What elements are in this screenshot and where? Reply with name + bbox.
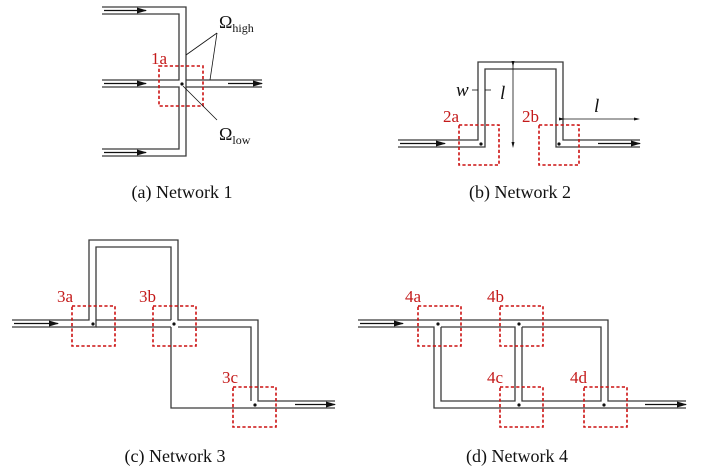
junction-dot-4d	[602, 403, 606, 407]
junction-dot-4c	[517, 403, 521, 407]
junction-dot-2b	[557, 142, 561, 146]
junction-label-1a: 1a	[151, 49, 168, 68]
horizontal-length-label: l	[594, 96, 599, 117]
junction-box-4b	[499, 305, 544, 347]
junction-label-4c: 4c	[487, 368, 504, 387]
junction-label-2b: 2b	[522, 107, 539, 126]
junction-box-4d	[583, 386, 628, 428]
caption-network-3: (c) Network 3	[125, 446, 226, 467]
junction-label-2a: 2a	[443, 107, 460, 126]
junction-dot-4a	[436, 322, 440, 326]
caption-network-2: (b) Network 2	[469, 182, 571, 203]
omega-high-pointer	[209, 32, 218, 81]
junction-dot-3c	[253, 403, 257, 407]
junction-box-3c	[232, 386, 277, 428]
junction-dot-3a	[91, 322, 95, 326]
omega-low-pointer	[182, 85, 218, 121]
network-2-channels	[398, 61, 640, 148]
junction-box-3a	[71, 305, 116, 347]
network-2-panel: 2a 2b w l l (b) Network 2	[398, 61, 641, 203]
junction-label-4a: 4a	[405, 287, 422, 306]
junction-label-3c: 3c	[222, 368, 239, 387]
omega-high-label: Ωhigh	[219, 12, 254, 35]
junction-dot-3b	[172, 322, 176, 326]
junction-box-1a	[158, 65, 204, 107]
junction-dot-1a	[180, 82, 184, 86]
omega-high-pointer	[185, 32, 218, 56]
junction-label-4b: 4b	[487, 287, 504, 306]
omega-low-label: Ωlow	[219, 124, 251, 147]
junction-box-2a	[458, 124, 500, 166]
junction-box-4c	[499, 386, 544, 428]
network-1-panel: 1a Ωhigh Ωlow (a) Network 1	[102, 6, 263, 203]
caption-network-4: (d) Network 4	[466, 446, 568, 467]
junction-box-3b	[152, 305, 197, 347]
junction-box-4a	[417, 305, 462, 347]
network-1-arrows	[104, 7, 263, 156]
junction-label-3a: 3a	[57, 287, 74, 306]
width-label: w	[456, 80, 469, 101]
junction-label-4d: 4d	[570, 368, 588, 387]
network-4-panel: 4a 4b 4c 4d (d) Network 4	[358, 287, 687, 467]
network-3-panel: 3a 3b 3c (c) Network 3	[12, 239, 336, 467]
junction-label-3b: 3b	[139, 287, 156, 306]
network-1-channels	[102, 6, 262, 157]
vertical-length-label: l	[500, 83, 505, 104]
junction-dot-2a	[479, 142, 483, 146]
junction-box-2b	[538, 124, 580, 166]
caption-network-1: (a) Network 1	[132, 182, 233, 203]
junction-dot-4b	[517, 322, 521, 326]
network-4-channels	[358, 319, 686, 409]
